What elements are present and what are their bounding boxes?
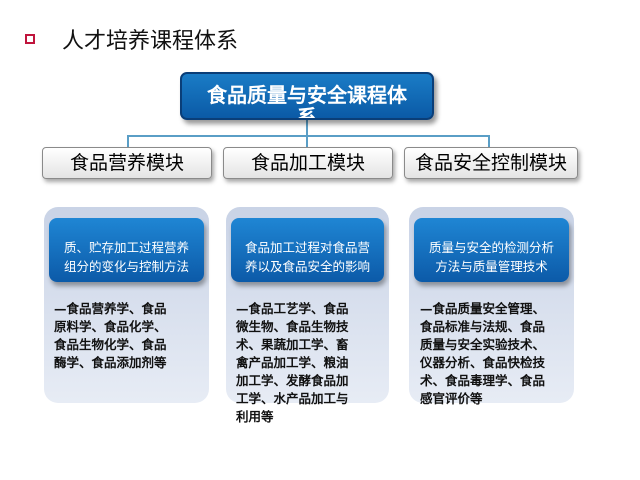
course-line: 工学、水产品加工与 <box>236 391 349 406</box>
course-list-processing: —食品工艺学、食品 微生物、食品生物技 术、果蔬加工学、畜 禽产品加工学、粮油 … <box>236 300 349 426</box>
course-line: 原料学、食品化学、 <box>54 319 167 334</box>
connector-drop-3 <box>488 135 490 147</box>
module-title-nutrition: 食品营养模块 <box>42 147 212 179</box>
course-line: —食品质量安全管理、 <box>420 301 546 316</box>
page-title: 人才培养课程体系 <box>62 29 239 54</box>
description-line: 质量与安全的检测分析 <box>428 240 554 255</box>
description-line: 质、贮存加工过程营养 <box>63 240 189 255</box>
course-line: 仪器分析、食品快检技 <box>420 355 546 370</box>
course-line: 微生物、食品生物技 <box>236 319 349 334</box>
module-title-processing: 食品加工模块 <box>223 147 393 179</box>
bullet-icon <box>25 34 35 44</box>
course-line: 利用等 <box>236 409 274 424</box>
course-line: 质量与安全实验技术、 <box>420 337 546 352</box>
module-description-processing: 食品加工过程对食品营 养以及食品安全的影响 <box>231 218 384 282</box>
course-line: 术、食品毒理学、食品 <box>420 373 546 388</box>
module-title-safety-control: 食品安全控制模块 <box>404 147 578 179</box>
root-label-line1: 食品质量与安全课程体 <box>207 83 407 107</box>
course-line: 食品生物化学、食品 <box>54 337 167 352</box>
description-line: 养以及食品安全的影响 <box>244 259 370 274</box>
root-node: 食品质量与安全课程体 系 <box>180 72 434 120</box>
connector-drop-2 <box>306 135 308 147</box>
course-line: 食品标准与法规、食品 <box>420 319 546 334</box>
connector-horizontal <box>127 135 489 137</box>
course-line: 加工学、发酵食品加 <box>236 373 349 388</box>
course-line: 感官评价等 <box>420 391 483 406</box>
course-line: 酶学、食品添加剂等 <box>54 355 167 370</box>
connector-root-stem <box>306 120 308 136</box>
course-line: 术、果蔬加工学、畜 <box>236 337 349 352</box>
course-line: —食品营养学、食品 <box>54 301 167 316</box>
root-label-line2: 系 <box>297 105 317 120</box>
module-description-nutrition: 质、贮存加工过程营养 组分的变化与控制方法 <box>49 218 204 282</box>
course-line: 禽产品加工学、粮油 <box>236 355 349 370</box>
description-line: 组分的变化与控制方法 <box>63 259 189 274</box>
course-line: —食品工艺学、食品 <box>236 301 349 316</box>
description-line: 食品加工过程对食品营 <box>244 240 370 255</box>
connector-drop-1 <box>127 135 129 147</box>
description-line: 方法与质量管理技术 <box>435 259 548 274</box>
module-description-safety-control: 质量与安全的检测分析 方法与质量管理技术 <box>414 218 569 282</box>
course-list-nutrition: —食品营养学、食品 原料学、食品化学、 食品生物化学、食品 酶学、食品添加剂等 <box>54 300 167 372</box>
course-list-safety-control: —食品质量安全管理、 食品标准与法规、食品 质量与安全实验技术、 仪器分析、食品… <box>420 300 545 408</box>
